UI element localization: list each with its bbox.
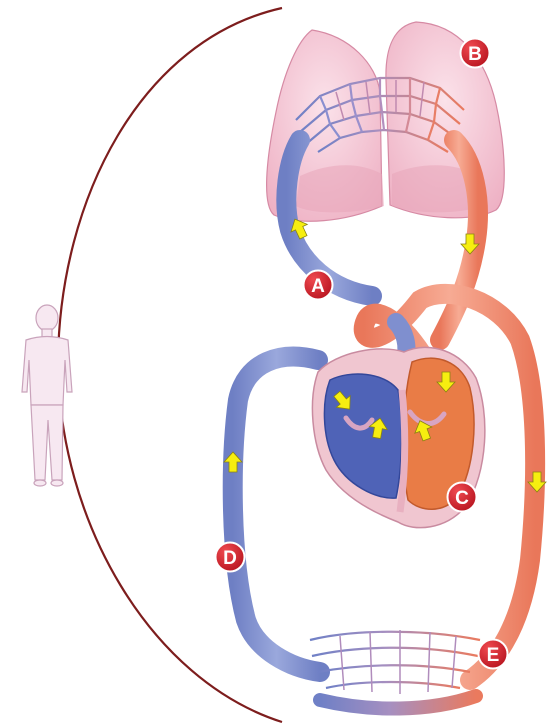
marker-c-label: C bbox=[455, 488, 469, 509]
human-figure-icon bbox=[22, 305, 72, 486]
vena-cava bbox=[233, 357, 320, 672]
marker-e-label: E bbox=[487, 645, 500, 666]
marker-b: B bbox=[461, 39, 490, 68]
marker-a-label: A bbox=[311, 276, 325, 297]
marker-d: D bbox=[216, 543, 245, 572]
marker-d-label: D bbox=[223, 548, 237, 569]
systemic-capillaries bbox=[310, 630, 480, 709]
marker-e: E bbox=[479, 640, 508, 669]
marker-a: A bbox=[304, 271, 333, 300]
marker-b-label: B bbox=[468, 44, 482, 65]
marker-c: C bbox=[448, 483, 477, 512]
